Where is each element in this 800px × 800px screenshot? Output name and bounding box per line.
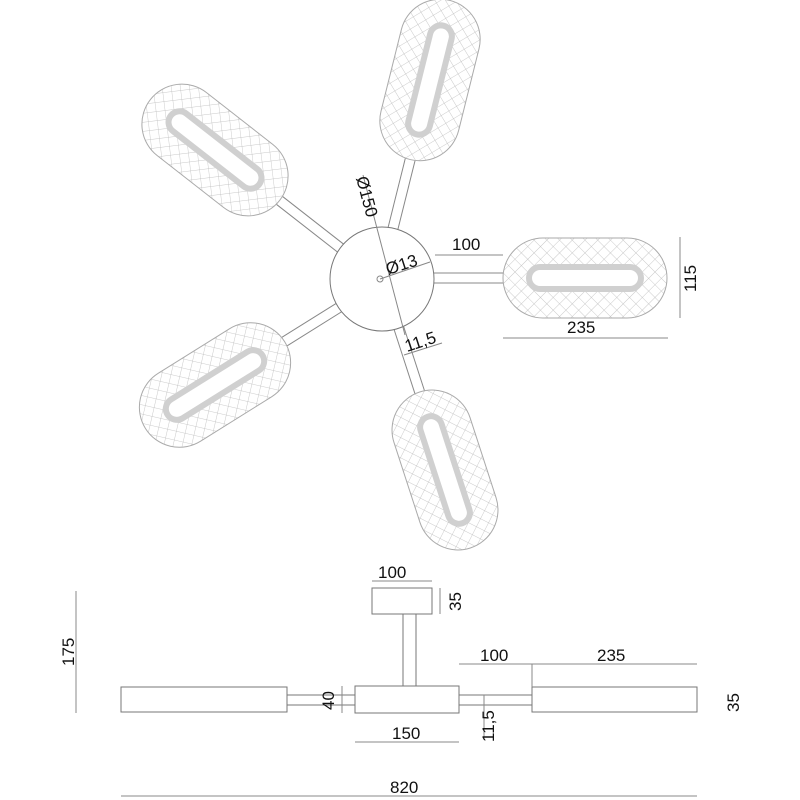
hub-width-label: 150 xyxy=(392,724,420,743)
shade-up xyxy=(349,0,489,259)
top-view: Ø150 Ø13 100 235 115 11,5 xyxy=(124,0,700,560)
canopy xyxy=(371,587,433,615)
hub-diameter-label: Ø150 xyxy=(352,174,381,219)
hub-circle xyxy=(329,226,435,332)
shade-length-label: 235 xyxy=(567,318,595,337)
shade-height-label: 35 xyxy=(724,693,743,712)
mount-point xyxy=(376,275,384,283)
total-height-label: 175 xyxy=(59,638,78,666)
side-arm-thickness-label: 11,5 xyxy=(479,710,498,742)
arm-length-label: 100 xyxy=(452,235,480,254)
hub-body xyxy=(354,685,460,714)
hub-height-label: 40 xyxy=(319,691,338,710)
side-shade-length-label: 235 xyxy=(597,646,625,665)
left-arm xyxy=(286,694,356,706)
canopy-height-label: 35 xyxy=(446,592,465,611)
side-arm-length-label: 100 xyxy=(480,646,508,665)
arm-thickness-label: 11,5 xyxy=(402,328,438,356)
shade-right xyxy=(410,238,667,318)
stem xyxy=(402,613,417,687)
canopy-width-label: 100 xyxy=(378,563,406,582)
side-view: 100 35 175 40 150 11,5 100 235 35 820 xyxy=(59,563,743,797)
total-width-label: 820 xyxy=(390,778,418,797)
right-shade xyxy=(531,686,698,713)
right-arm xyxy=(458,694,533,706)
left-shade xyxy=(120,686,288,713)
shade-width-label: 115 xyxy=(681,265,700,292)
